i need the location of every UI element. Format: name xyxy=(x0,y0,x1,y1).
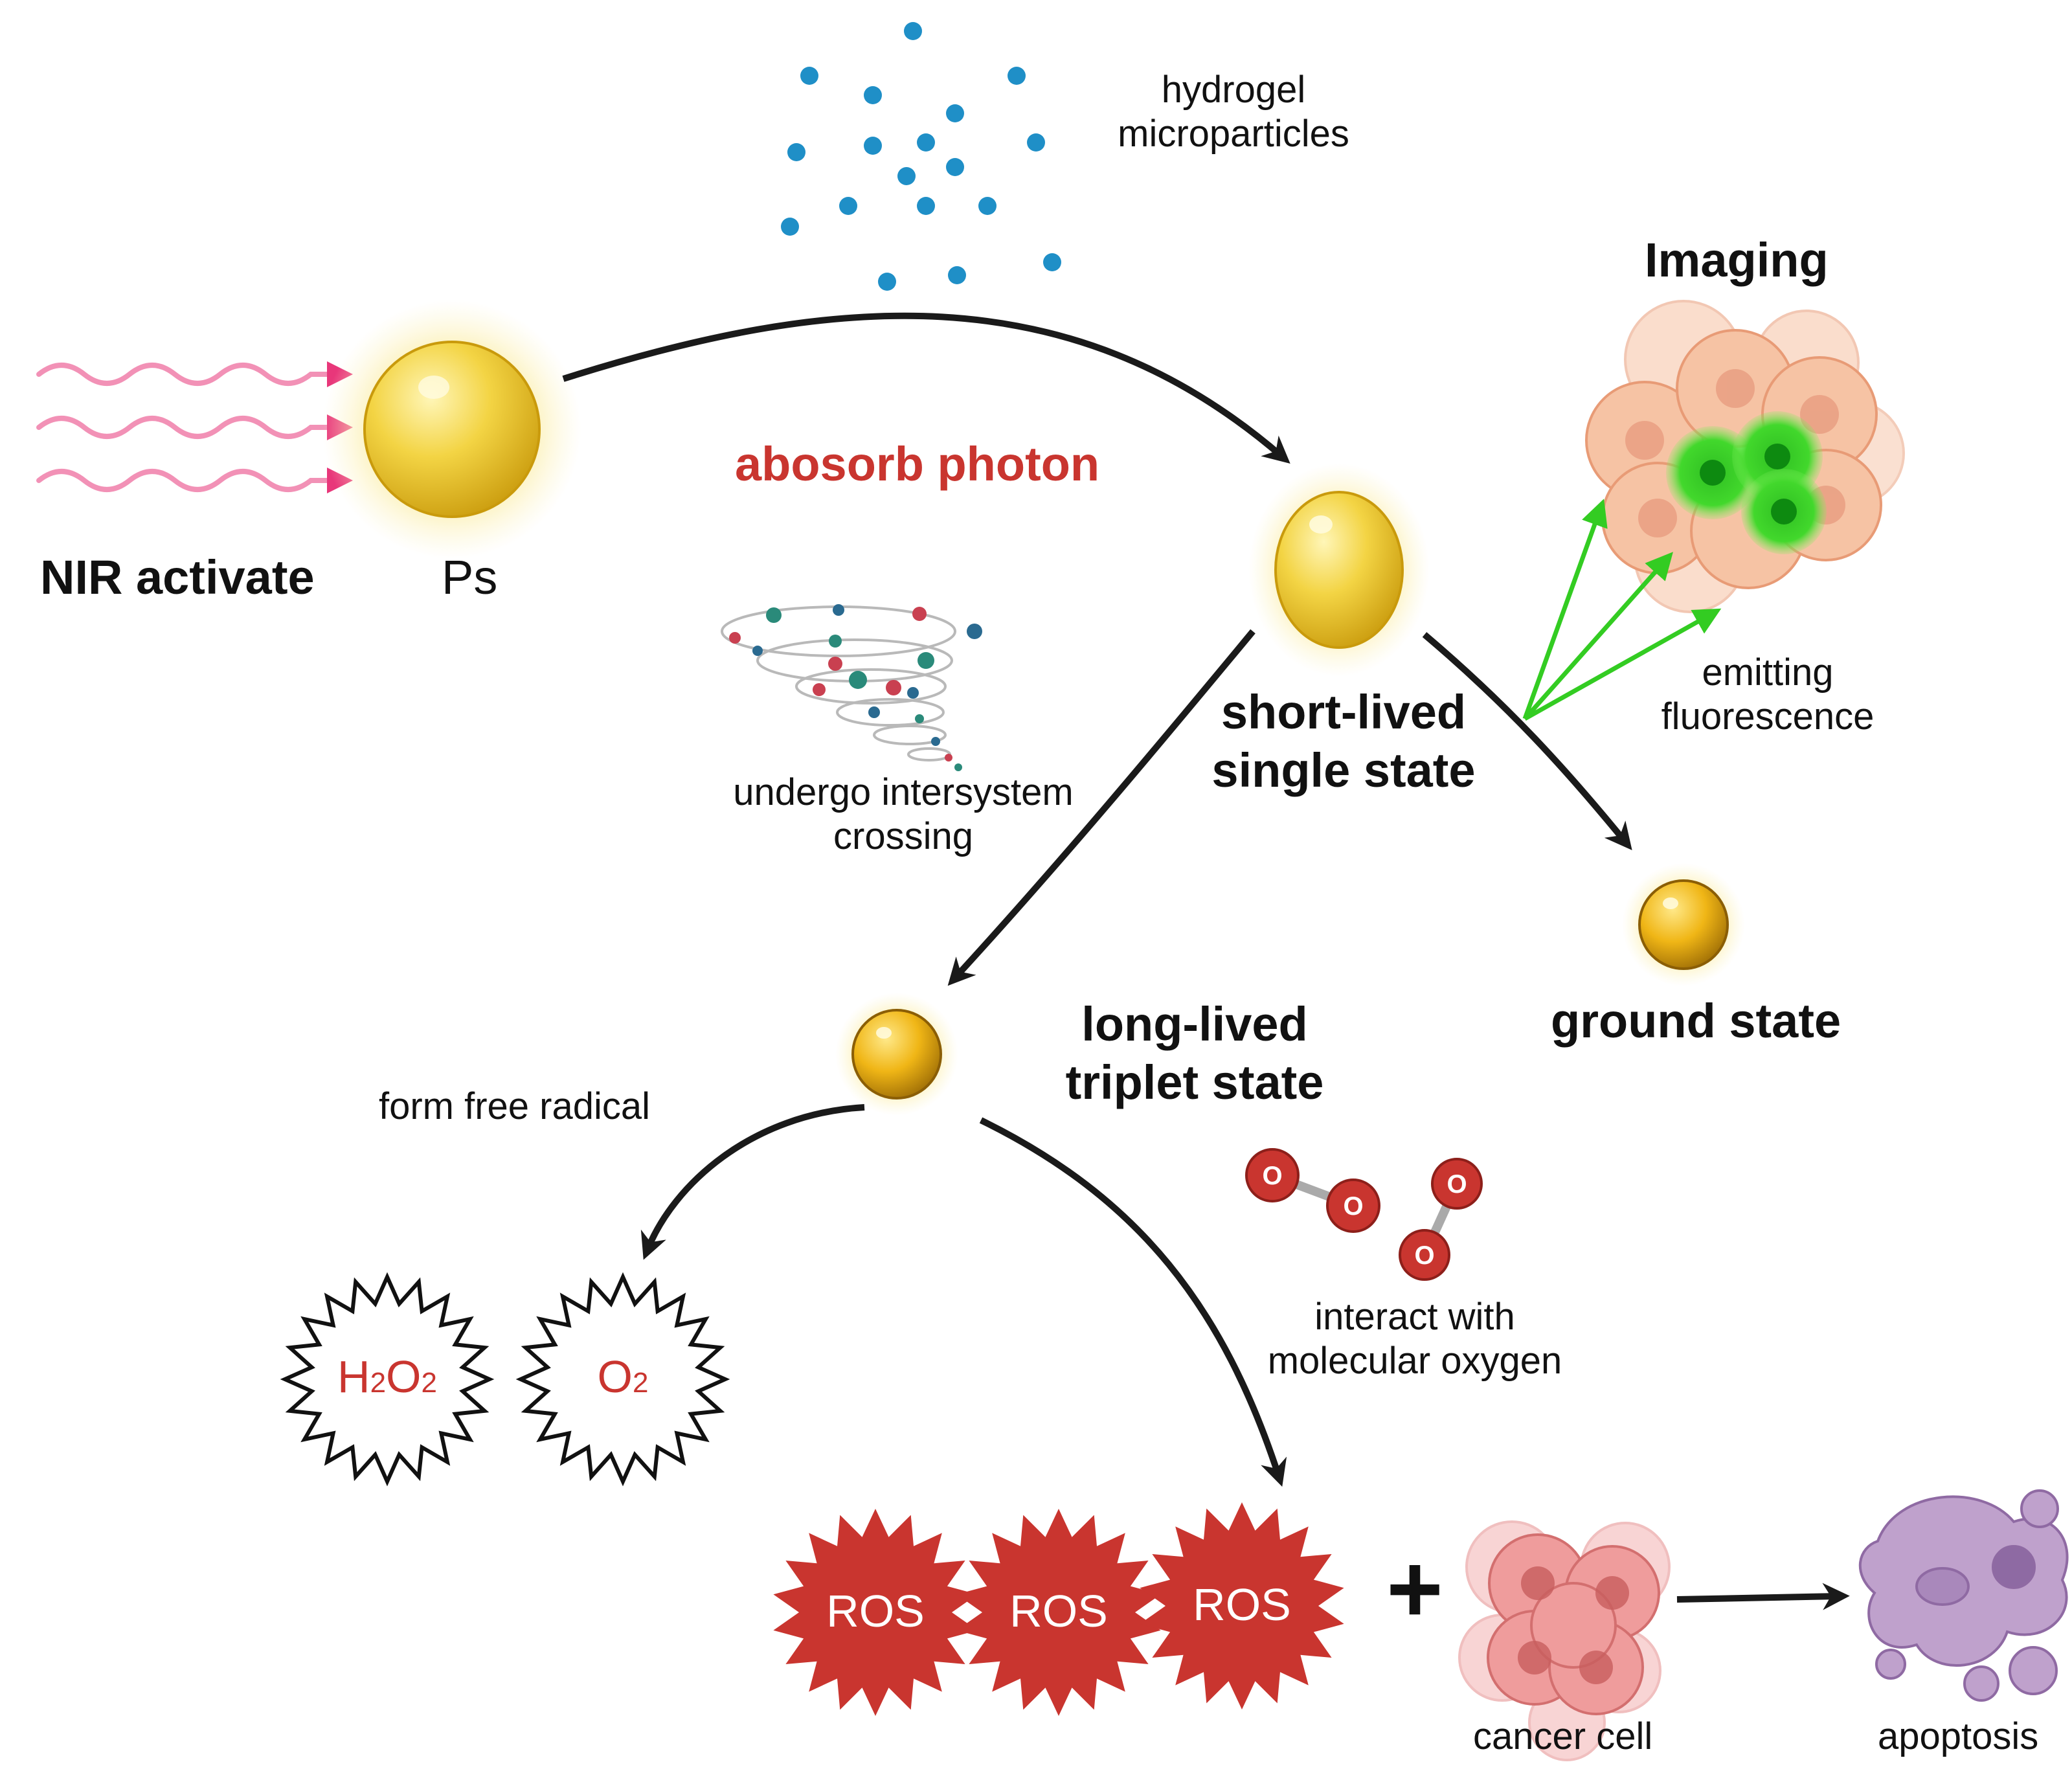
absorb-photon-label: abosorb photon xyxy=(735,437,1100,491)
h2o2-o: O xyxy=(386,1351,421,1402)
oxygen-atom-label: O xyxy=(1262,1162,1282,1190)
ps-label: Ps xyxy=(442,550,498,604)
svg-text:H2O2: H2O2 xyxy=(337,1351,437,1402)
singlet-state-sphere-icon xyxy=(1248,463,1430,677)
nir-activate-label: NIR activate xyxy=(40,550,315,604)
plus-sign: + xyxy=(1386,1534,1443,1643)
absorb-photon-arrow xyxy=(562,312,1290,464)
relaxation-arrow xyxy=(1422,632,1632,851)
intersystem-crossing-icon xyxy=(721,604,982,771)
h2o2-h: H xyxy=(337,1351,370,1402)
intersystem-crossing-label: undergo intersystem crossing xyxy=(733,771,1074,858)
free-radical-label: form free radical xyxy=(379,1085,651,1127)
molecular-oxygen-label: interact with molecular oxygen xyxy=(1267,1296,1562,1382)
oxygen-atom-label: O xyxy=(1447,1170,1467,1199)
o2-o: O xyxy=(598,1351,633,1402)
h2o2-sub2: 2 xyxy=(422,1367,437,1399)
apoptosis-arrow xyxy=(1676,1583,1850,1610)
apoptosis-cell-icon xyxy=(1858,1489,2069,1702)
ros-formation-arrow xyxy=(979,1117,1287,1487)
h2o2-sub1: 2 xyxy=(370,1367,386,1399)
long-lived-triplet-state-label: long-lived triplet state xyxy=(1065,997,1324,1110)
ground-state-label: ground state xyxy=(1551,994,1841,1048)
photosensitizer-sphere-icon xyxy=(322,300,581,559)
ros-label: ROS xyxy=(1009,1586,1108,1636)
hydrogel-microparticles-label: hydrogel microparticles xyxy=(1118,69,1349,155)
ground-state-sphere-icon xyxy=(1622,863,1745,986)
ros-label: ROS xyxy=(1193,1579,1291,1630)
nir-wave-icon xyxy=(36,361,353,493)
o2-sub: 2 xyxy=(633,1367,648,1399)
o2-burst: O2 xyxy=(515,1272,730,1487)
oxygen-atom-label: O xyxy=(1343,1192,1363,1221)
imaging-cell-cluster-icon xyxy=(1585,300,1905,613)
hydrogel-microparticles-icon xyxy=(781,22,1061,291)
intersystem-crossing-arrow xyxy=(947,629,1256,986)
free-radical-arrow xyxy=(640,1104,865,1260)
ros-label: ROS xyxy=(826,1586,925,1636)
cancer-cell-label: cancer cell xyxy=(1473,1715,1653,1757)
imaging-label: Imaging xyxy=(1645,233,1829,287)
cancer-cell-icon xyxy=(1458,1520,1671,1761)
ros-burst-group: ROS ROS ROS xyxy=(773,1502,1344,1716)
molecular-oxygen-icon: O O O O xyxy=(1245,1148,1483,1281)
oxygen-atom-label: O xyxy=(1414,1241,1434,1270)
triplet-state-sphere-icon xyxy=(835,993,958,1116)
short-lived-singlet-state-label: short-lived single state xyxy=(1211,685,1476,798)
apoptosis-label: apoptosis xyxy=(1878,1715,2039,1757)
h2o2-burst: H2O2 xyxy=(280,1272,495,1487)
svg-text:O2: O2 xyxy=(598,1351,649,1402)
emitting-fluorescence-label: emitting fluorescence xyxy=(1661,651,1875,738)
fluorescence-arrows xyxy=(1522,499,1722,721)
